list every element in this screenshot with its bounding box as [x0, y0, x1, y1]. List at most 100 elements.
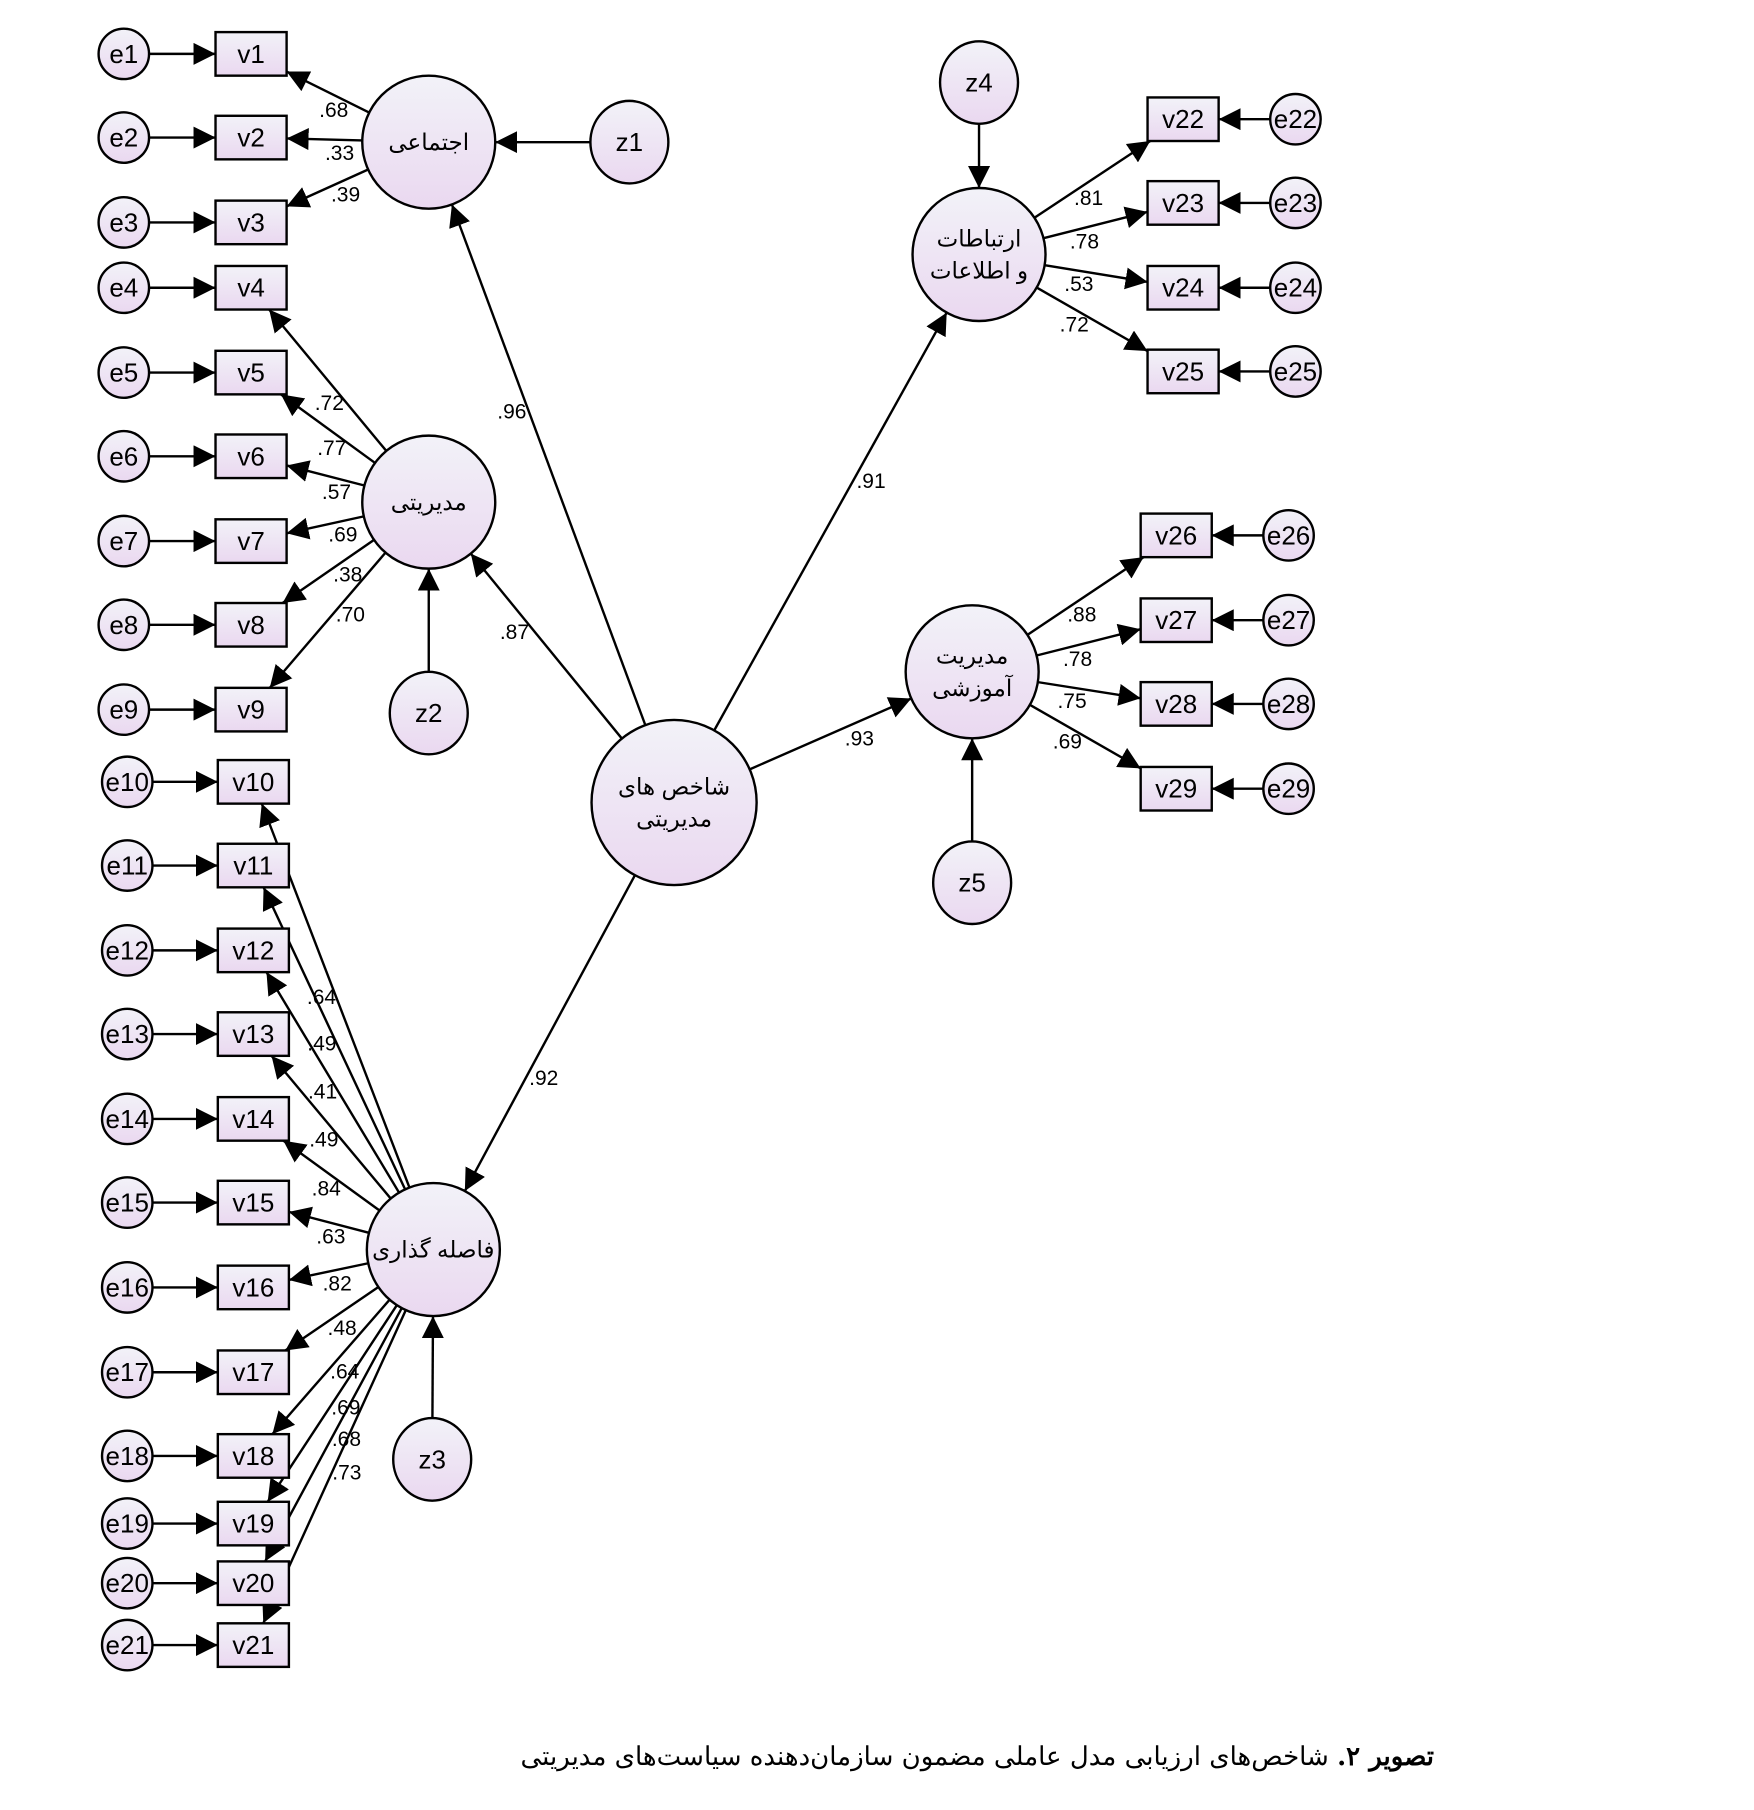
error-e8	[97, 598, 151, 652]
path-f5	[749, 697, 912, 771]
indicator-v23-label: v23	[1162, 188, 1204, 218]
path-f2-v8	[281, 538, 375, 604]
loading-v26: .88	[1067, 604, 1096, 627]
error-e8-label: e8	[109, 610, 138, 640]
error-e15	[100, 1176, 154, 1229]
error-e29	[1262, 762, 1315, 816]
path-f3-v16	[288, 1262, 369, 1287]
error-e21-label: e21	[106, 1630, 149, 1660]
error-e25-label: e25	[1274, 356, 1317, 386]
loading-v19: .69	[331, 1396, 360, 1419]
loading-v7: .69	[328, 524, 357, 547]
error-e23	[1269, 176, 1322, 230]
indicator-v2-label: v2	[237, 123, 264, 153]
path-f5-v26	[1026, 556, 1145, 636]
indicator-v26-label: v26	[1155, 520, 1197, 550]
path-f3-v15	[288, 1206, 370, 1234]
loading-v5: .77	[317, 437, 346, 460]
indicator-v14	[216, 1095, 291, 1142]
path-f2-v9	[268, 551, 387, 689]
error-e18	[100, 1429, 154, 1483]
error-e29-label: e29	[1267, 774, 1310, 804]
disturbance-z1	[589, 99, 670, 185]
loading-v17: .48	[327, 1317, 356, 1340]
path-f3	[463, 874, 637, 1192]
loading-f3: .92	[529, 1067, 558, 1090]
error-e7-label: e7	[109, 526, 138, 556]
path-f4-v25	[1036, 286, 1149, 353]
loading-v4: .72	[315, 392, 344, 415]
indicator-v14-label: v14	[232, 1104, 274, 1134]
error-e5	[97, 346, 151, 400]
error-e21	[100, 1618, 154, 1672]
indicator-v22	[1146, 96, 1220, 143]
indicator-v17-label: v17	[232, 1357, 274, 1387]
error-e19-label: e19	[106, 1509, 149, 1539]
loading-v18: .64	[330, 1361, 360, 1384]
factor-f2	[361, 434, 497, 570]
error-e12-label: e12	[106, 935, 149, 965]
path-f1	[449, 204, 647, 726]
indicator-v7-label: v7	[237, 526, 264, 556]
root-factor-label-1: شاخص های	[618, 773, 730, 800]
indicator-v18	[216, 1432, 291, 1479]
path-f1-v1	[286, 70, 370, 114]
indicator-v5	[214, 349, 288, 396]
figure-caption: تصویر ۲. شاخص‌های ارزیابی مدل عاملی مضمو…	[520, 1742, 1434, 1772]
loading-v13: .49	[309, 1128, 338, 1151]
caption-text: شاخص‌های ارزیابی مدل عاملی مضمون سازمان‌…	[520, 1742, 1338, 1772]
indicator-v26	[1139, 512, 1213, 559]
indicator-v21	[216, 1622, 291, 1669]
factor-f5-label-1: مدیریت	[936, 643, 1008, 670]
indicator-v12	[216, 927, 291, 974]
error-e11	[100, 839, 154, 892]
error-e14-label: e14	[106, 1104, 149, 1134]
indicator-v28	[1139, 680, 1213, 727]
loading-v15: .63	[316, 1226, 345, 1249]
factor-f1-label-1: اجتماعی	[388, 129, 469, 155]
loading-v28: .75	[1057, 690, 1086, 713]
disturbance-path-z3	[421, 1316, 444, 1421]
path-f1-v3	[286, 168, 369, 208]
indicator-v3	[214, 199, 288, 246]
indicator-v27	[1139, 597, 1213, 644]
indicator-v19-label: v19	[232, 1509, 274, 1539]
indicator-v27-label: v27	[1155, 605, 1197, 635]
indicator-v17	[216, 1349, 291, 1396]
indicator-v4-label: v4	[237, 273, 264, 303]
loading-v23: .78	[1070, 231, 1099, 254]
loading-v24: .53	[1064, 273, 1093, 296]
error-e24	[1269, 261, 1322, 315]
path-f3-v13	[270, 1055, 392, 1200]
indicator-v24	[1146, 264, 1220, 311]
path-f1-v2	[286, 128, 363, 151]
error-e5-label: e5	[109, 358, 138, 388]
error-e9-label: e9	[109, 695, 138, 725]
factor-f5	[904, 604, 1040, 740]
disturbance-z2-label: z2	[415, 698, 442, 728]
loading-f4: .91	[856, 470, 885, 493]
error-e26	[1262, 508, 1315, 562]
indicator-v18-label: v18	[232, 1441, 274, 1471]
loading-v16: .82	[323, 1272, 352, 1295]
indicator-v7	[214, 518, 288, 565]
indicator-v22-label: v22	[1162, 104, 1204, 134]
indicator-v16	[216, 1264, 291, 1311]
factor-f5-label-2: آموزشی	[932, 674, 1014, 702]
error-e19	[100, 1497, 154, 1550]
loading-f2: .87	[500, 621, 529, 644]
loading-v1: .68	[319, 99, 348, 122]
error-e23-label: e23	[1274, 188, 1317, 218]
indicator-v2	[214, 114, 288, 161]
error-e17	[100, 1345, 154, 1399]
path-f2-v5	[280, 393, 376, 464]
indicator-v3-label: v3	[237, 207, 264, 237]
loading-v3: .39	[331, 183, 360, 206]
error-e16	[100, 1260, 154, 1314]
error-e2	[97, 111, 151, 164]
indicator-v10	[216, 758, 291, 805]
error-e18-label: e18	[106, 1441, 149, 1471]
indicator-v28-label: v28	[1155, 689, 1197, 719]
loading-v12: .41	[308, 1081, 337, 1104]
